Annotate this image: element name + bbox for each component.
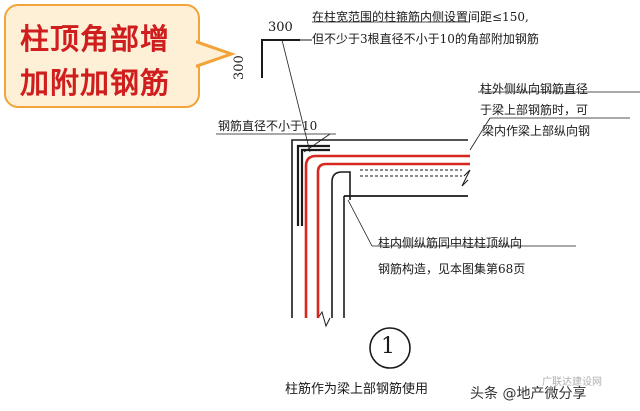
outer-rebar <box>304 154 470 318</box>
right-note-line-2: 于梁上部钢筋时，可 <box>480 103 589 117</box>
dimension-vertical: 300 <box>232 55 247 80</box>
detail-number-circle <box>369 327 411 369</box>
inner-note-line-1: 柱内侧纵筋同中柱柱顶纵向 <box>378 236 523 250</box>
inner-rebar <box>331 171 351 318</box>
watermark-background <box>461 372 637 406</box>
right-note-line-1: 柱外侧纵向钢筋直径 <box>480 82 589 96</box>
callout-tail-inner <box>195 43 227 65</box>
stirrup-lines <box>360 169 462 177</box>
callout-box: 柱顶角部增 加附加钢筋 <box>4 4 200 108</box>
dimension-horizontal: 300 <box>268 20 293 35</box>
right-note-line-3: 梁内作梁上部纵向钢 <box>482 124 591 138</box>
top-note-line-2: 但不少于3根直径不小于10的角部附加钢筋 <box>312 32 539 46</box>
top-note-line-1: 在柱宽范围的柱箍筋内侧设置间距≤150, <box>312 10 529 24</box>
detail-number: 1 <box>381 334 395 359</box>
break-lines <box>317 169 471 328</box>
top-note-arrow-line <box>281 39 311 153</box>
member-outline <box>291 139 468 318</box>
corner-additional-bar <box>296 144 330 226</box>
bar-diameter-note: 钢筋直径不小于10 <box>218 119 318 133</box>
callout-line-2: 加附加钢筋 <box>20 66 171 100</box>
dimension-hook <box>261 39 300 78</box>
right-note-leader-a <box>469 117 491 151</box>
callout-line-1: 柱顶角部增 <box>20 22 171 56</box>
watermark-faint: 广联达建设网 <box>542 377 602 388</box>
figure-caption: 柱筋作为梁上部钢筋使用 <box>285 382 429 397</box>
watermark-text: 头条 @地产微分享 <box>470 386 587 402</box>
inner-note-line-2: 钢筋构造，见本图集第68页 <box>378 262 526 276</box>
inner-note-leader-a <box>347 199 373 247</box>
